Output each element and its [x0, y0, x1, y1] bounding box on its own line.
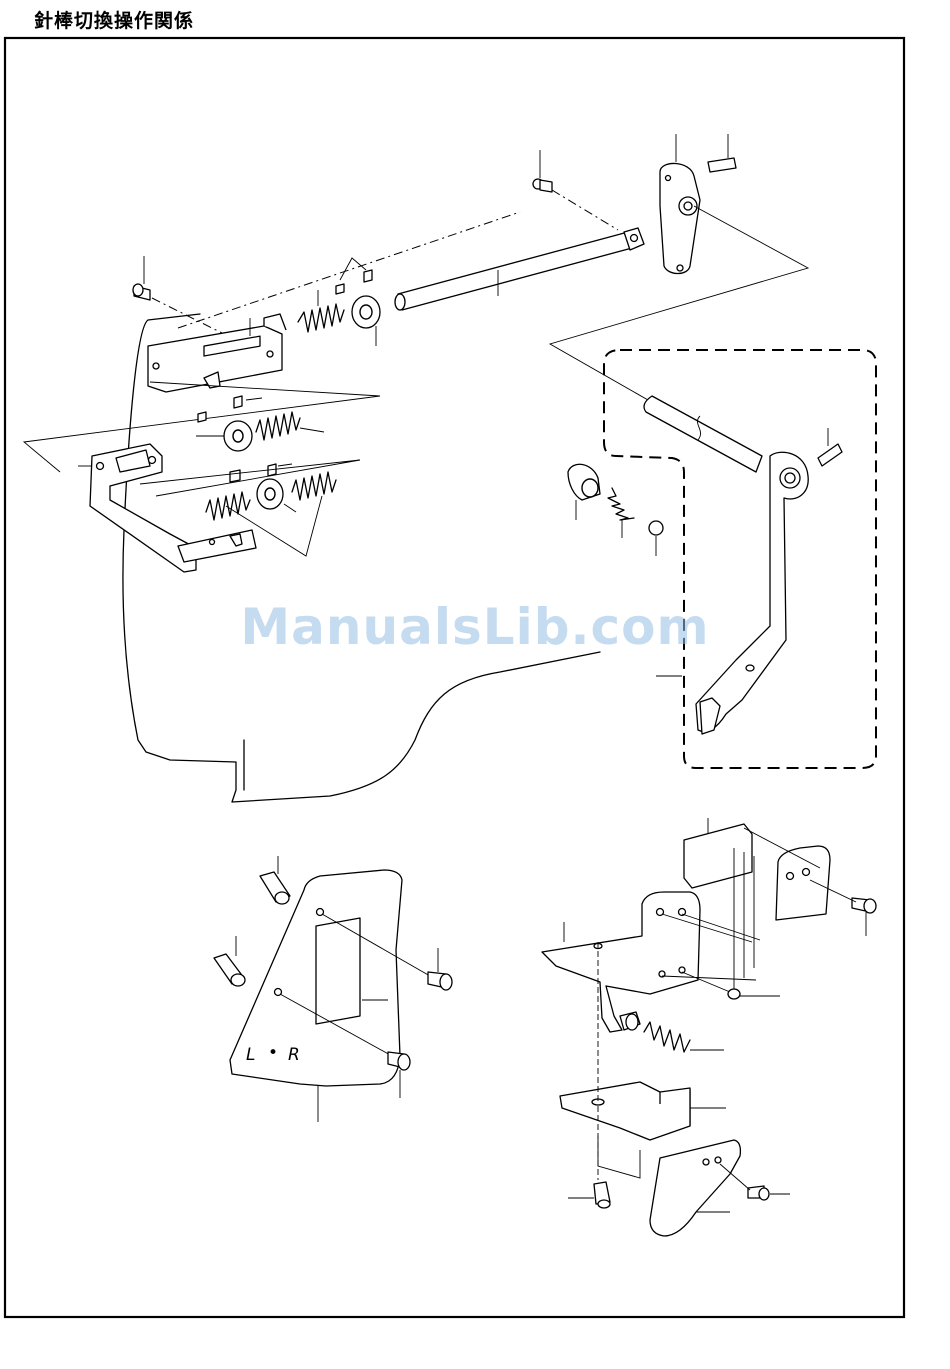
machine-arm-top-edge: [148, 314, 200, 320]
knee-lever: [644, 396, 842, 734]
stud-screw-lower: [214, 936, 245, 986]
collar-middle: [196, 396, 324, 451]
upright-plate: [684, 818, 830, 920]
stud-screw-upper: [260, 856, 290, 904]
spring-upper: [298, 290, 344, 332]
plate-marking-L: L: [246, 1045, 255, 1065]
collar-upper: [336, 258, 380, 346]
screw-upper-shaft: [533, 150, 618, 230]
plate-marking-dot: •: [268, 1043, 278, 1063]
screw-bottom-left: [568, 1182, 610, 1208]
knee-stopper-parts: [568, 464, 663, 556]
small-screw-bracket: [728, 989, 780, 999]
spring-lower-left: [206, 492, 250, 520]
switching-shaft: [395, 228, 644, 310]
plate-marking-R: R: [288, 1045, 300, 1065]
bracket-spring: [644, 1022, 724, 1052]
knee-lever-group-outline: [604, 350, 876, 768]
upper-bracket: [148, 314, 286, 392]
diagram-frame: [5, 38, 904, 1317]
knee-plate-cover: [650, 1140, 790, 1236]
crank-arm: [550, 134, 808, 400]
